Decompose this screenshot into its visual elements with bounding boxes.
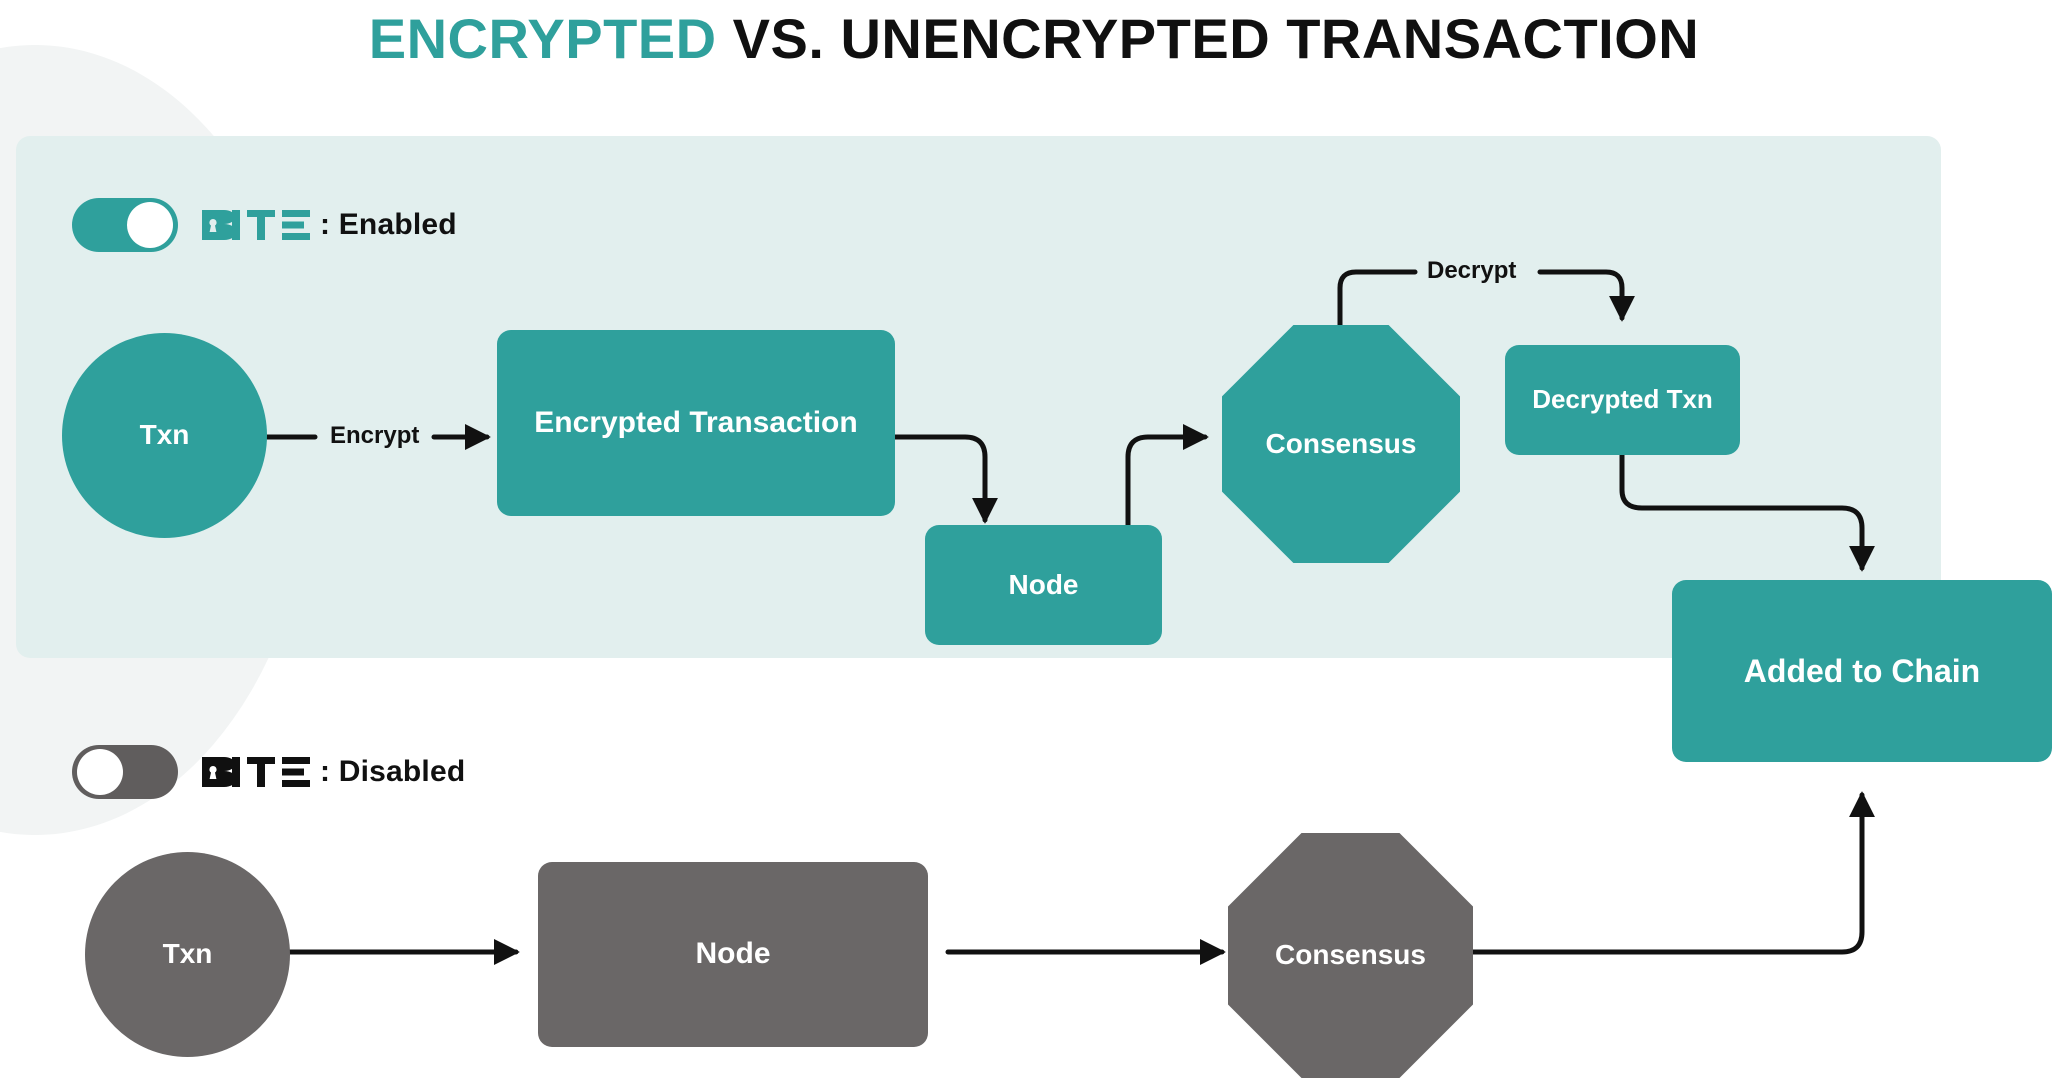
edge-label-decrypt: Decrypt [1419,257,1525,285]
wire-consensus2-to-chain [1469,791,1875,955]
node-label: Consensus [1275,939,1426,971]
node-node-encrypted[interactable]: Node [925,525,1162,645]
node-txn-encrypted[interactable]: Txn [62,333,267,538]
node-label: Added to Chain [1743,652,1981,689]
bite-disabled-status: : Disabled [320,755,466,788]
node-consensus-encrypted[interactable]: Consensus [1222,325,1460,563]
node-label: Node [1008,568,1079,600]
bite-disabled-row: : Disabled [72,745,465,799]
bite-enabled-row: : Enabled [72,198,457,252]
toggle-knob [77,749,123,795]
node-consensus-unencrypted[interactable]: Consensus [1228,833,1473,1078]
toggle-knob [127,202,173,248]
bite-toggle-enabled[interactable] [72,198,178,252]
node-label: Node [695,937,771,971]
bite-logo-black [202,757,310,787]
node-label: Txn [162,938,213,970]
node-label: Txn [139,419,190,451]
bite-enabled-status: : Enabled [320,208,457,241]
node-label: Consensus [1265,427,1417,459]
node-node-unencrypted[interactable]: Node [538,862,928,1047]
node-decrypted-txn[interactable]: Decrypted Txn [1505,345,1740,455]
bite-logo-teal [202,210,310,240]
node-encrypted-transaction[interactable]: Encrypted Transaction [497,330,895,516]
edge-label-encrypt: Encrypt [322,422,428,450]
node-label: Encrypted Transaction [534,405,858,439]
title-accent-word: ENCRYPTED [368,7,717,70]
title-rest: VS. UNENCRYPTED TRANSACTION [732,7,1700,70]
page-title: ENCRYPTED VS. UNENCRYPTED TRANSACTION [0,6,2068,71]
node-txn-unencrypted[interactable]: Txn [85,852,290,1057]
node-label: Decrypted Txn [1532,384,1713,415]
bite-toggle-disabled[interactable] [72,745,178,799]
node-added-to-chain[interactable]: Added to Chain [1672,580,2052,762]
